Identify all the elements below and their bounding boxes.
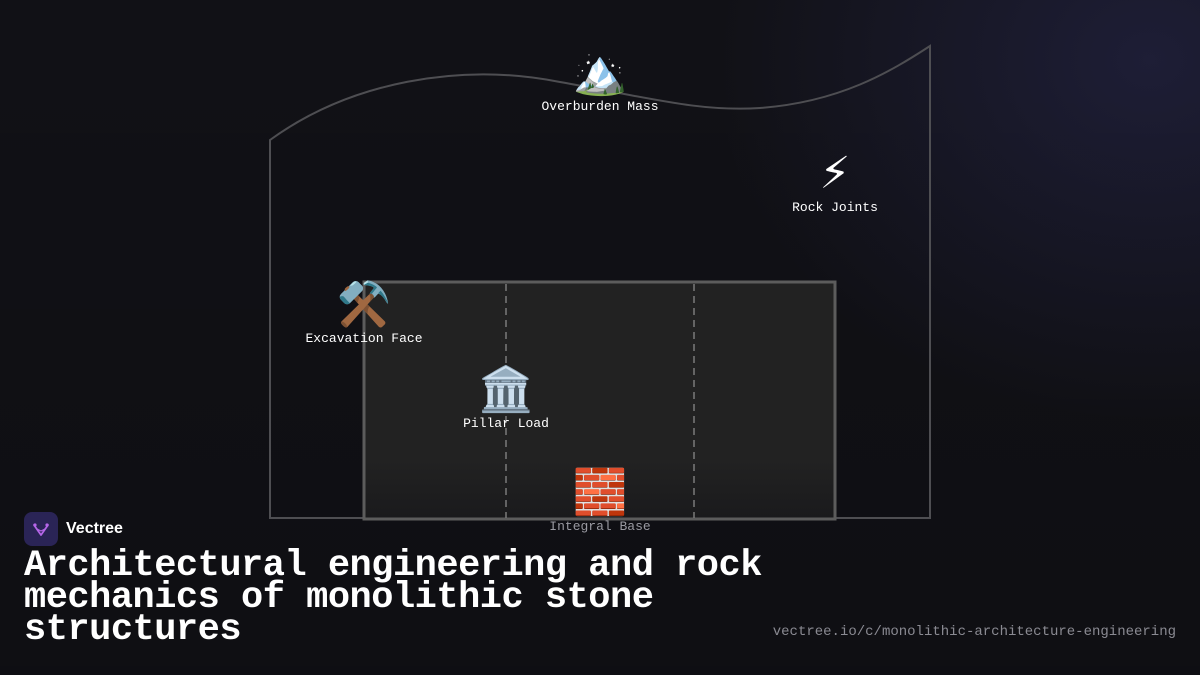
node-label: Pillar Load [463, 416, 549, 431]
hammer-pick-icon: ⚒️ [336, 279, 392, 330]
classical-building-icon: 🏛️ [478, 364, 534, 415]
node-integral-base: 🧱 Integral Base [549, 467, 651, 535]
lightning-icon: ⚡ [819, 148, 851, 199]
excavated-chamber [362, 280, 837, 521]
node-label: Integral Base [549, 519, 651, 534]
page-url[interactable]: vectree.io/c/monolithic-architecture-eng… [772, 624, 1176, 640]
node-pillar-load: 🏛️ Pillar Load [463, 364, 549, 432]
node-label: Excavation Face [305, 331, 423, 346]
node-label: Overburden Mass [541, 99, 659, 114]
node-label: Rock Joints [792, 200, 878, 215]
brand-name: Vectree [66, 520, 123, 537]
node-rock-joints: ⚡ Rock Joints [792, 148, 878, 216]
rock-mass-outline [269, 44, 931, 519]
vectree-logo-icon [24, 512, 58, 546]
node-excavation-face: ⚒️ Excavation Face [305, 279, 423, 347]
node-overburden-mass: 🏔️ Overburden Mass [541, 47, 659, 115]
brand[interactable]: Vectree [24, 512, 123, 546]
page-title: Architectural engineering and rock mecha… [24, 545, 762, 651]
mountain-icon: 🏔️ [572, 47, 628, 98]
brick-icon: 🧱 [572, 467, 628, 518]
